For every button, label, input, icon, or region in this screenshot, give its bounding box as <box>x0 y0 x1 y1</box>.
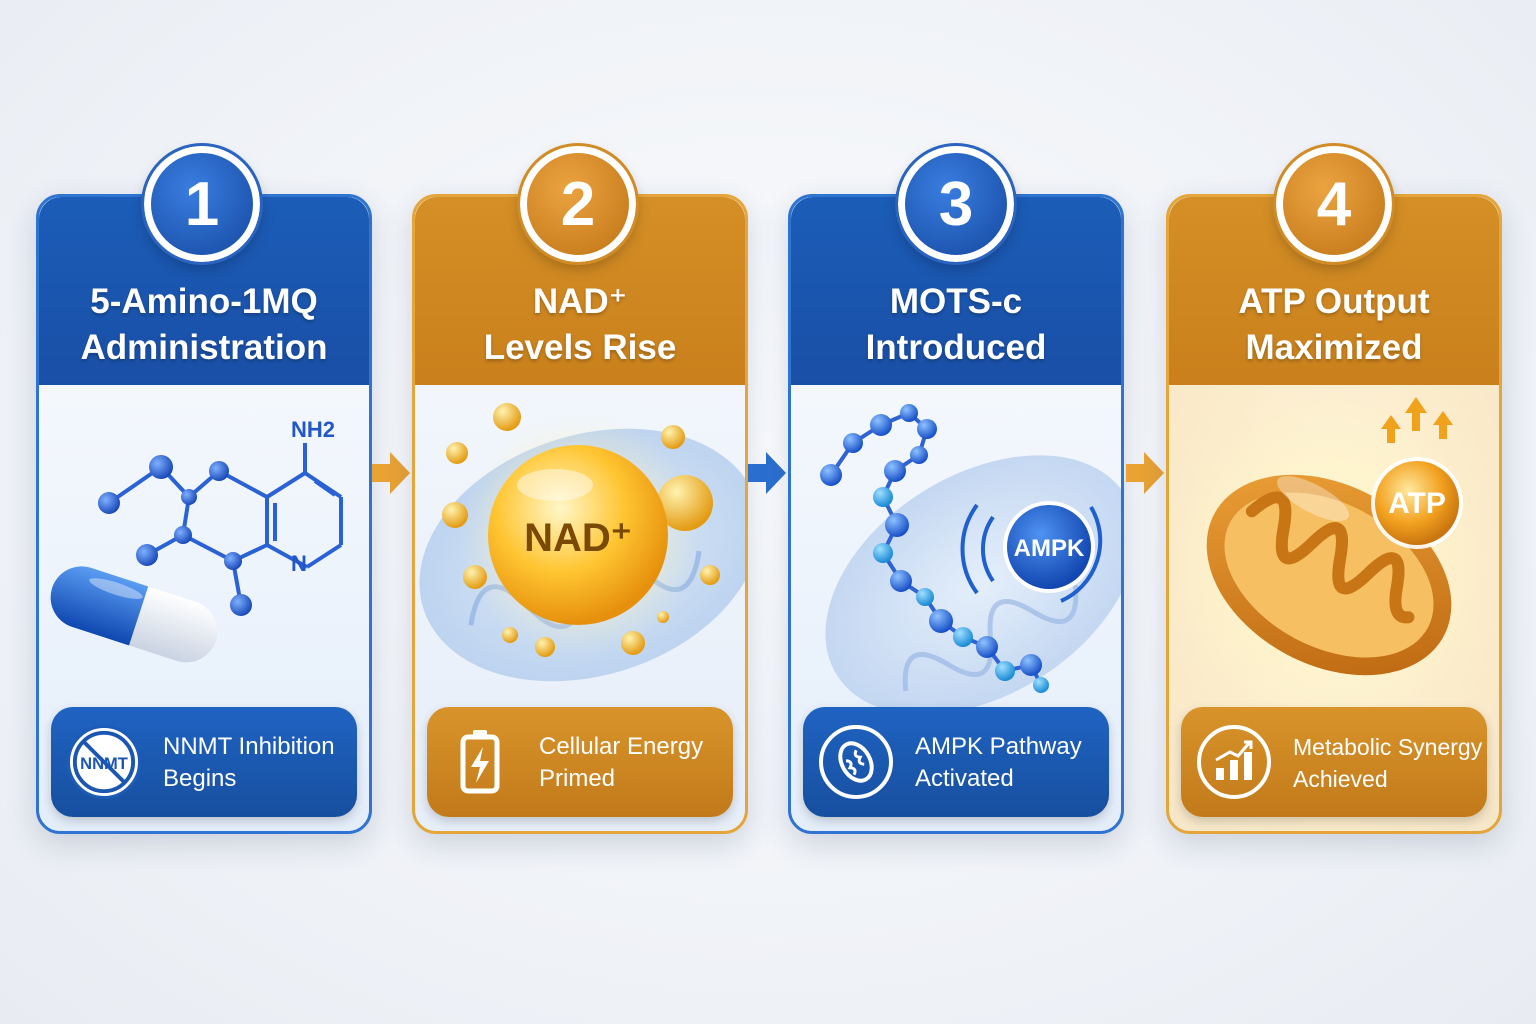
capsule-icon <box>50 566 218 663</box>
step-number-badge-4: 4 <box>1273 143 1395 265</box>
no-nnmt-icon: NNMT <box>67 725 141 799</box>
step-number-badge-3: 3 <box>895 143 1017 265</box>
svg-text:AMPK: AMPK <box>1014 535 1085 562</box>
step-footer-2: Cellular Energy Primed <box>427 707 733 817</box>
svg-text:NAD⁺: NAD⁺ <box>524 516 632 560</box>
step-title-2: NAD⁺ Levels Rise <box>483 282 677 367</box>
peptide-chain-icon <box>820 404 1049 693</box>
nad-bubbles <box>442 403 720 657</box>
mitochondria-circle-icon <box>819 725 893 799</box>
step-card-4: ATP Output Maximized <box>1166 194 1502 834</box>
step-number-badge-1: 1 <box>141 143 263 265</box>
arrow-right-icon <box>372 452 410 494</box>
step-header-2: NAD⁺ Levels Rise <box>415 197 745 385</box>
step-footer-text-4: Metabolic Synergy Achieved <box>1293 734 1483 792</box>
step-title-1: 5-Amino-1MQ Administration <box>80 282 328 367</box>
step-card-3: MOTS-c Introduced <box>788 194 1124 834</box>
step-footer-1: NNMT NNMT Inhibition Begins <box>51 707 357 817</box>
svg-text:ATP: ATP <box>1388 487 1446 520</box>
growth-chart-icon <box>1197 725 1271 799</box>
step-footer-text-3: AMPK Pathway Activated <box>915 733 1082 792</box>
step-footer-text-2: Cellular Energy Primed <box>539 733 704 792</box>
step-title-4: ATP Output Maximized <box>1238 282 1430 367</box>
arrow-right-icon <box>1126 452 1164 494</box>
step-card-2: NAD⁺ Levels Rise <box>412 194 748 834</box>
step-card-1: 5-Amino-1MQ Administration <box>36 194 372 834</box>
nitrogen-label: N <box>291 551 307 576</box>
nh2-label: NH2 <box>291 417 335 442</box>
up-arrows-icon <box>1381 397 1453 443</box>
atp-orb-icon: ATP <box>1371 457 1463 549</box>
nad-orb-icon: NAD⁺ <box>488 445 668 625</box>
arrow-right-icon <box>748 452 786 494</box>
step-footer-text-1: NNMT Inhibition Begins <box>163 733 335 792</box>
step-title-3: MOTS-c Introduced <box>865 282 1047 367</box>
step-footer-3: AMPK Pathway Activated <box>803 707 1109 817</box>
molecule-icon: NH2 N <box>50 417 343 663</box>
battery-bolt-icon <box>443 725 517 799</box>
ampk-signal-icon: AMPK <box>960 501 1103 603</box>
svg-text:NNMT: NNMT <box>80 755 128 773</box>
step-footer-4: Metabolic Synergy Achieved <box>1181 707 1487 817</box>
step-number-badge-2: 2 <box>517 143 639 265</box>
